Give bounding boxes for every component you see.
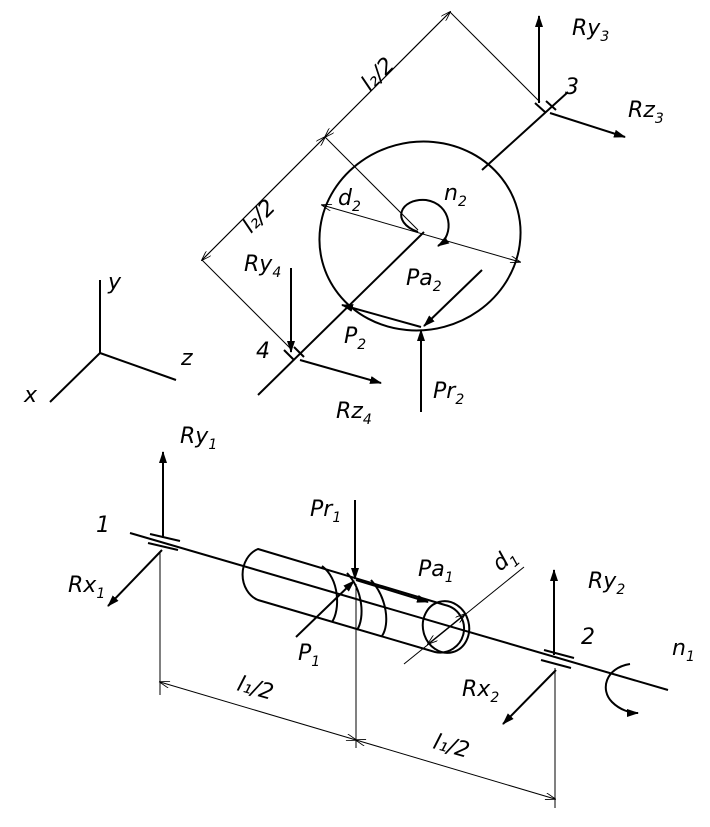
force-ry1-label: Ry1 (180, 424, 217, 453)
force-rz3-arrow (549, 112, 626, 138)
bearing-4-mark (283, 349, 295, 361)
bearing-4-number: 4 (256, 339, 270, 364)
force-pa2-arrow (423, 269, 483, 327)
force-pa1-label: Pa1 (418, 557, 454, 586)
force-pa1-arrow (355, 579, 429, 603)
span1-dimension-right (356, 740, 555, 799)
span-dimension-lower (202, 137, 325, 260)
span-dimension-upper (325, 12, 450, 137)
span-label-upper: l₂/2 (357, 53, 400, 96)
gear-rotation-arrow (400, 198, 450, 247)
x-axis-label: x (23, 383, 38, 408)
bearing-3-mark-2 (545, 100, 557, 111)
gear-diameter-dimension (322, 205, 520, 262)
span1-label-right: l₁/2 (430, 730, 472, 764)
gear-assembly: 3 Ry3 Rz3 4 Ry4 Rz4 d2 n2 Pa2 Pr2 P2 l₂/… (202, 12, 664, 428)
force-rx2-label: Rx2 (462, 677, 499, 706)
span-label-lower: l₂/2 (238, 195, 281, 238)
pinion-diameter-label: d1 (488, 543, 524, 580)
force-pr2-label: Pr2 (433, 379, 464, 408)
force-p1-arrow (295, 580, 355, 638)
force-ry4-label: Ry4 (244, 252, 281, 281)
bearing-1-mark-2 (147, 542, 179, 551)
bearing-1-mark (149, 533, 181, 542)
shaft2-lower-segment (257, 231, 425, 396)
bearing-2-number: 2 (581, 625, 595, 650)
gear-speed-label: n2 (444, 181, 467, 210)
force-rx1-label: Rx1 (68, 573, 105, 602)
bearing-1-number: 1 (96, 513, 110, 538)
force-p1-label: P1 (298, 641, 320, 670)
span1-dimension-left (160, 682, 356, 740)
pinion-end-face (421, 600, 471, 654)
z-axis-label: z (180, 346, 193, 371)
force-p2-label: P2 (344, 324, 366, 353)
x-axis-line (49, 352, 101, 403)
coordinate-axes: y z x (23, 270, 193, 408)
z-axis-line (99, 352, 177, 381)
force-pr1-label: Pr1 (310, 497, 341, 526)
shaft1-line (129, 532, 669, 691)
span-extension-gear (324, 136, 419, 231)
pinion-diameter-dimension (428, 614, 465, 644)
pinion-speed-label: n1 (672, 636, 695, 665)
pinion-tooth-1 (321, 565, 339, 623)
force-rz4-arrow (299, 359, 382, 384)
pinion-rotation-arrow (604, 663, 639, 717)
force-ry3-label: Ry3 (572, 16, 609, 45)
force-rz4-label: Rz4 (336, 399, 372, 428)
bearing-2-mark (543, 649, 575, 659)
y-axis-label: y (107, 270, 122, 295)
force-rx2-arrow (502, 669, 557, 725)
span-extension-3 (449, 11, 541, 103)
bearing-3-number: 3 (565, 75, 579, 100)
span-extension-4 (201, 259, 293, 351)
gear-diameter-label: d2 (338, 186, 361, 215)
shaft2-upper-segment (481, 91, 569, 171)
force-pa2-label: Pa2 (406, 266, 442, 295)
span1-label-left: l₁/2 (234, 672, 276, 706)
force-p2-arrow (341, 304, 422, 328)
pinion-shaft-assembly: 1 Ry1 Rx1 2 Ry2 Rx2 n1 Pr1 P1 Pa1 d1 l₁/… (68, 424, 695, 808)
force-rz3-label: Rz3 (628, 98, 664, 127)
force-rx1-arrow (107, 549, 163, 607)
force-ry2-label: Ry2 (588, 569, 625, 598)
bearing-3-mark (534, 102, 546, 113)
bearing-2-mark-2 (540, 659, 572, 669)
bearing-4-mark-2 (293, 346, 305, 358)
